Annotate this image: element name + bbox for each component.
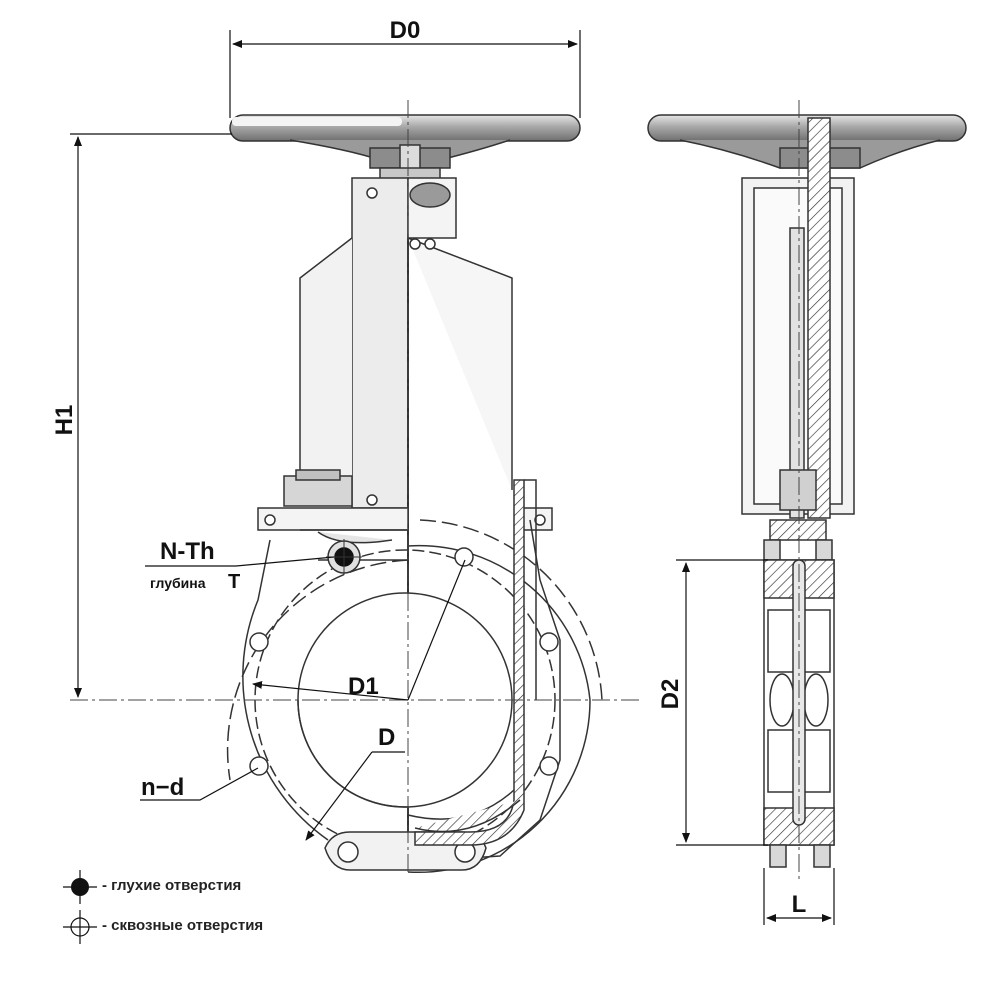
legend-through-holes: - сквозные отверстия [102,917,264,934]
front-section-half [407,479,537,846]
through-hole-legend-icon [63,910,97,944]
dimension-lines [70,30,835,925]
front-body [226,519,603,874]
depth-t-label: T [228,571,240,593]
legend-blind-holes: - глухие отверстия [102,877,242,894]
bolt-hole [539,632,559,652]
blind-hole-legend-icon [63,870,97,904]
front-handwheel [229,114,581,181]
n-d-label: n−d [141,774,184,801]
bolt-hole [249,756,269,776]
front-centerlines [70,100,640,875]
bolt-hole [454,547,474,567]
h1-label: H1 [51,405,78,436]
d1-leader [252,680,409,701]
side-handwheel [647,114,967,169]
d2-label: D2 [657,679,684,710]
blind-hole [326,539,362,575]
n-d-leader [140,767,259,801]
n-th-label: N-Th [160,538,215,565]
d-label: D [378,724,395,751]
bolt-hole [249,632,269,652]
l-label: L [792,891,807,918]
d1-label: D1 [348,673,379,700]
side-view [647,100,967,880]
d-leader [305,751,373,841]
bolt-hole [539,756,559,776]
n-th-leader [145,556,335,567]
through-holes [249,547,559,776]
side-bonnet [741,117,855,561]
front-view [70,100,640,875]
front-stuffing-box [257,507,553,544]
depth-label: глубина [150,575,206,591]
d0-label: D0 [390,17,421,44]
